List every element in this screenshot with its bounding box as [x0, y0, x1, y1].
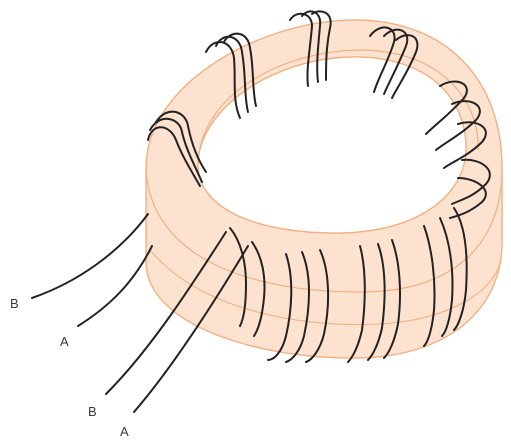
core-body: [146, 20, 502, 358]
lead-label-a-lower: A: [120, 424, 129, 439]
toroid-core: [146, 20, 502, 358]
lead-label-a-upper: A: [60, 334, 69, 349]
lead-wire-b-upper: [32, 214, 148, 298]
lead-wire-a-upper: [78, 246, 152, 326]
lead-label-b-lower: B: [88, 404, 97, 419]
lead-labels: B A B A: [10, 296, 129, 439]
lead-label-b-upper: B: [10, 296, 19, 311]
